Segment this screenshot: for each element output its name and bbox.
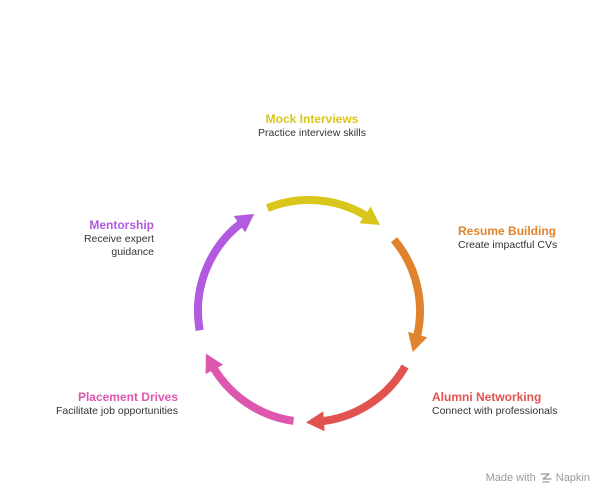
cycle-arc-placement	[207, 361, 295, 425]
node-title-mock-interviews: Mock Interviews	[265, 112, 359, 126]
cycle-arc-mock	[265, 196, 374, 223]
node-title-placement-drives: Placement Drives	[77, 390, 178, 404]
node-label-mentorship: Mentorship Receive expert guidance	[40, 218, 154, 259]
node-desc-placement-drives: Facilitate job opportunities	[56, 405, 178, 417]
watermark-made-with: Made with	[485, 472, 536, 484]
watermark-brand: Napkin	[555, 472, 590, 484]
node-desc-alumni-networking: Connect with professionals	[432, 405, 558, 417]
cycle-arrowhead-placement	[205, 353, 224, 375]
cycle-arc-mentor	[194, 216, 248, 331]
cycle-arc-resume	[390, 237, 424, 343]
cycle-arc-alumni	[316, 364, 409, 426]
node-desc-mentorship: Receive expert guidance	[83, 233, 154, 259]
node-desc-resume-building: Create impactful CVs	[458, 239, 558, 251]
napkin-watermark: Made with Napkin	[486, 472, 590, 484]
cycle-arrowhead-mentor	[233, 213, 255, 233]
node-title-alumni-networking: Alumni Networking	[432, 390, 542, 404]
node-title-resume-building: Resume Building	[458, 224, 557, 238]
node-label-resume-building: Resume Building Create impactful CVs	[458, 224, 608, 252]
node-label-alumni-networking: Alumni Networking Connect with professio…	[432, 390, 592, 418]
node-label-placement-drives: Placement Drives Facilitate job opportun…	[30, 390, 178, 418]
node-label-mock-interviews: Mock Interviews Practice interview skill…	[244, 112, 380, 140]
cycle-arrowhead-resume	[408, 331, 428, 352]
node-title-mentorship: Mentorship	[89, 218, 154, 232]
node-desc-mock-interviews: Practice interview skills	[258, 127, 366, 139]
napkin-logo-icon	[540, 472, 552, 484]
cycle-arrowhead-mock	[359, 206, 381, 226]
cycle-arrowhead-alumni	[305, 411, 325, 432]
